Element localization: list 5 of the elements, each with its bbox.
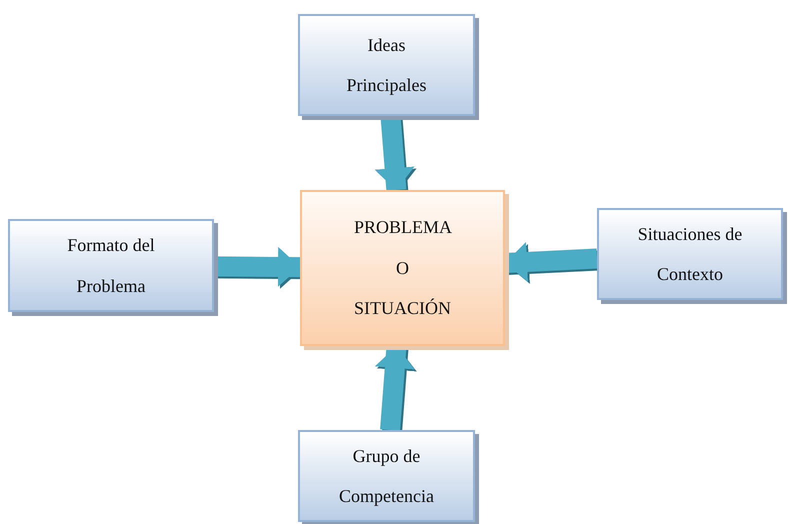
box-label: Grupo de Competencia	[338, 444, 435, 508]
box-label: Formato del Problema	[66, 234, 156, 298]
box-label: Situaciones de Contexto	[636, 222, 744, 286]
box-label: PROBLEMA O SITUACIÓN	[354, 216, 452, 320]
box-label: Ideas Principales	[346, 34, 428, 97]
